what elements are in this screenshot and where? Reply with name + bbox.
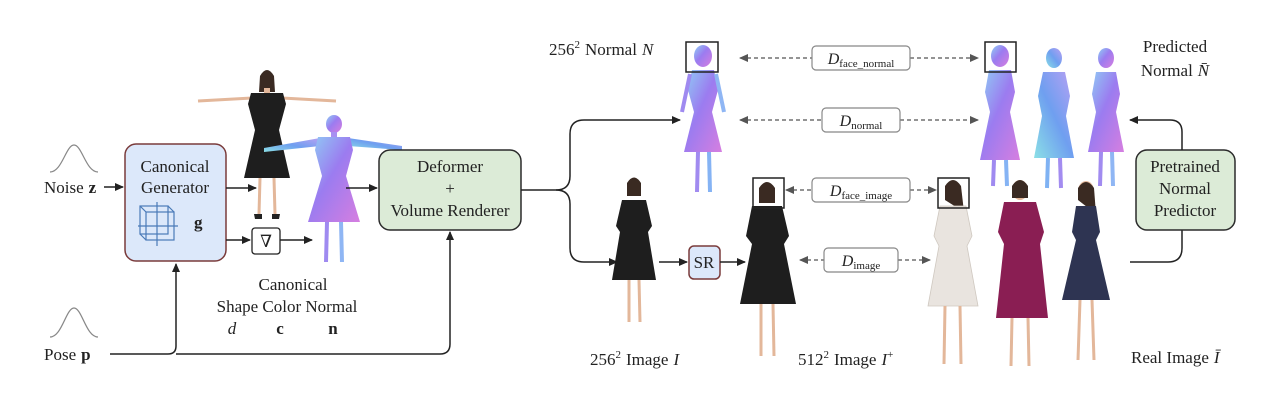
svg-text:Dface_normal: Dface_normal [827,51,895,70]
rendered-image-512-figure [740,182,796,357]
d-image-base: D [841,253,854,270]
triplane-icon [138,202,178,246]
discriminator-normal: Dnormal [739,107,979,133]
predicted-normal-figure-2 [1034,48,1074,189]
generator-symbol: g [194,213,203,232]
canonical-normal-figure [264,115,402,263]
generator-line1: Canonical [141,157,210,176]
face-crop-predicted-normal [984,41,1017,73]
discriminator-image: Dimage [799,247,931,273]
real-image-figure-1 [927,180,979,365]
pose-label: Pose [44,345,76,364]
d-normal-sub: normal [851,120,882,132]
predicted-normal-line1: Predicted [1143,37,1208,56]
shape-symbol: d [228,319,237,338]
discriminator-face-normal: Dface_normal [739,45,979,71]
face-crop-normal-256 [685,41,719,73]
real-image-figure-2 [996,180,1048,367]
pretrained-normal-predictor-box: Pretrained Normal Predictor [1135,149,1236,231]
deformer-line1: Deformer [417,157,483,176]
gaussian-pose-icon [49,307,99,338]
deformer-renderer-box: Deformer + Volume Renderer [378,149,522,231]
real-image-figure-3 [1062,181,1110,361]
pose-symbol: p [81,345,90,364]
d-face-image-sub: face_image [841,190,892,202]
d-face-normal-base: D [827,51,840,68]
gaussian-noise-icon [49,144,99,173]
super-resolution-box: SR [688,245,721,280]
svg-text:Dimage: Dimage [841,253,881,272]
discriminator-face-image: Dface_image [785,177,937,203]
d-normal-base: D [839,113,852,130]
d-face-image-base: D [829,183,842,200]
canonical-generator-box: Canonical Generator g [124,143,227,262]
gradient-symbol: ∇ [260,232,272,251]
normal-symbol: n [328,319,338,338]
face-crop-image-512 [752,177,785,209]
deformer-line3: Volume Renderer [390,201,509,220]
noise-symbol: z [89,178,97,197]
generator-line2: Generator [141,178,209,197]
predictor-line2: Normal [1159,179,1211,198]
svg-text:Dface_image: Dface_image [829,183,892,202]
sr-label: SR [694,253,715,272]
canonical-color-figure [197,70,337,219]
rendered-normal-figure [680,45,726,193]
predictor-line3: Predictor [1154,201,1217,220]
predicted-normal-figure-3 [1088,48,1124,187]
svg-text:Dnormal: Dnormal [839,113,883,132]
d-face-normal-sub: face_normal [839,58,894,70]
gradient-op-box: ∇ [251,227,281,255]
canonical-caption-line2: Shape Color Normal [217,297,358,316]
predictor-line1: Pretrained [1150,157,1220,176]
face-crop-real-image [937,177,970,209]
d-image-sub: image [853,260,880,272]
color-symbol: c [276,319,284,338]
predicted-normal-figure-1 [980,45,1020,187]
canonical-caption-line1: Canonical [259,275,328,294]
rendered-image-256-figure [612,177,656,323]
noise-label: Noise [44,178,84,197]
deformer-line2: + [445,179,455,198]
